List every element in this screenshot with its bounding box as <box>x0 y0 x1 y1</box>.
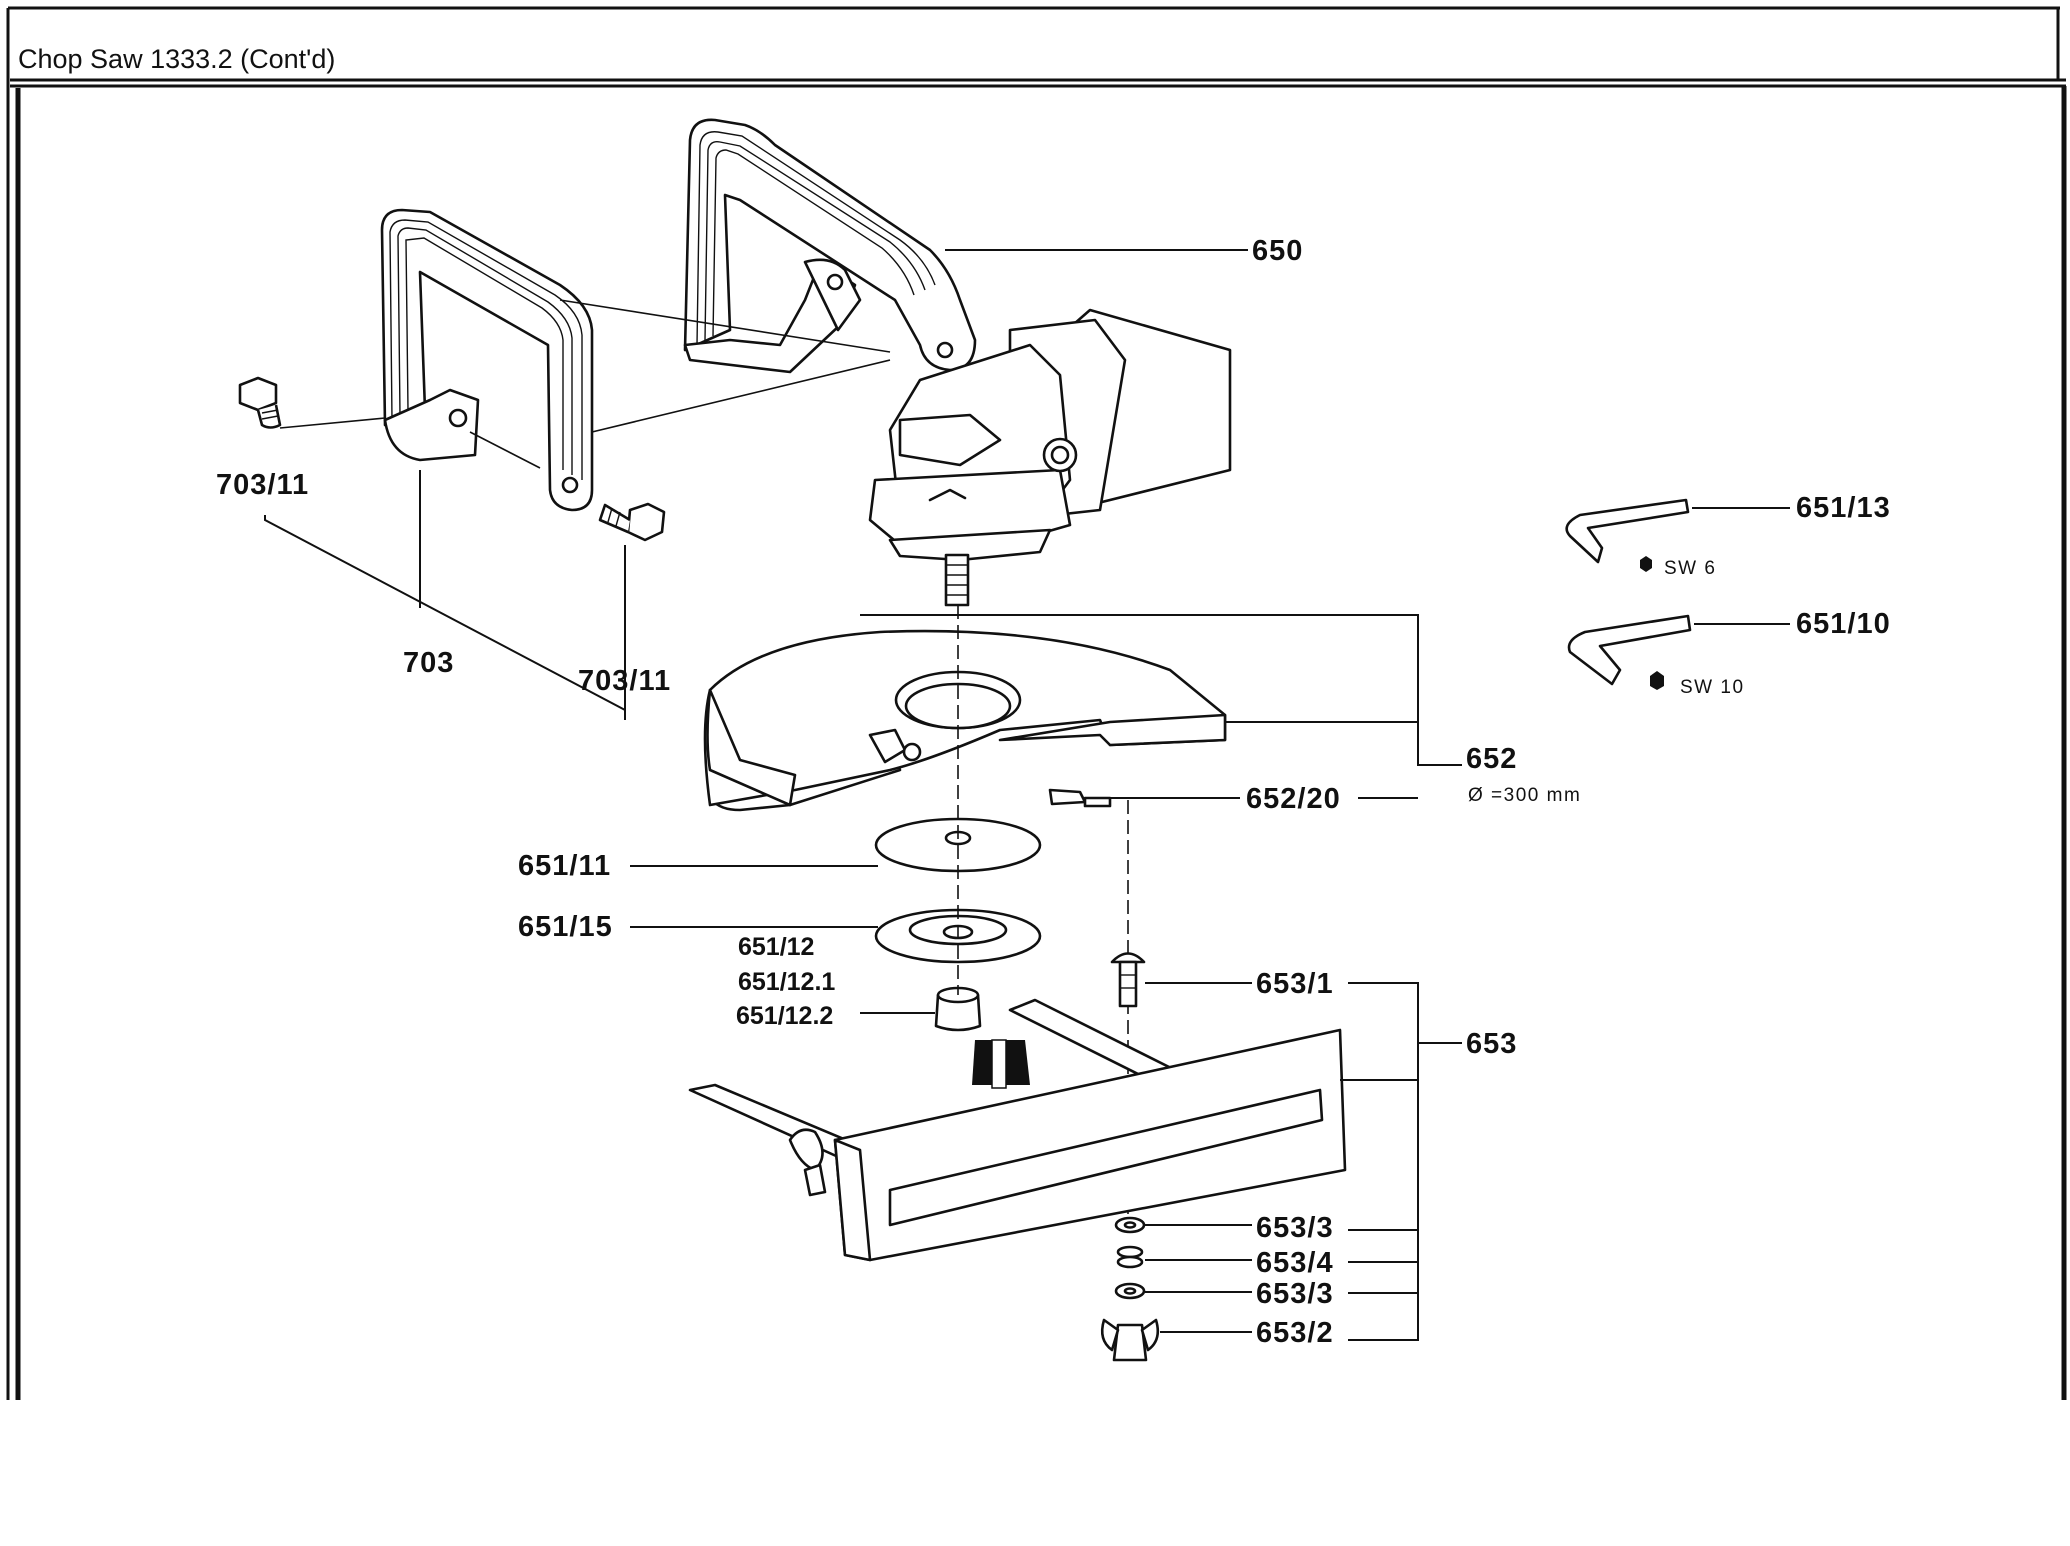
washer-653-3-bottom-part <box>1114 1282 1146 1300</box>
label-651-13: 651/13 <box>1796 492 1891 524</box>
base-653-part <box>688 998 1347 1262</box>
label-653-3-top: 653/3 <box>1256 1212 1334 1244</box>
label-653-4: 653/4 <box>1256 1247 1334 1279</box>
label-652: 652 <box>1466 743 1517 775</box>
grinder-body-part <box>868 308 1232 607</box>
label-651-10: 651/10 <box>1796 608 1891 640</box>
hex-key-651-13-part <box>1565 498 1690 572</box>
screw-703-11-left-part <box>238 376 282 429</box>
label-sw6: SW 6 <box>1664 558 1716 579</box>
label-703: 703 <box>403 647 454 679</box>
label-653-1: 653/1 <box>1256 968 1334 1000</box>
spring-653-4-part <box>1116 1245 1144 1269</box>
handle-650-part <box>683 118 977 374</box>
page-frame <box>6 6 2067 1400</box>
label-651-12: 651/12 <box>738 933 814 961</box>
label-651-15: 651/15 <box>518 911 613 943</box>
label-651-12-2: 651/12.2 <box>736 1002 833 1030</box>
label-652-20: 652/20 <box>1246 783 1341 815</box>
label-653-3-bottom: 653/3 <box>1256 1278 1334 1310</box>
label-651-12-1: 651/12.1 <box>738 968 835 996</box>
label-653: 653 <box>1466 1028 1517 1060</box>
wing-nut-653-2-part <box>1100 1318 1160 1362</box>
hex-key-651-10-part <box>1567 614 1692 690</box>
label-703-11-left: 703/11 <box>216 469 309 501</box>
label-703-11-right: 703/11 <box>578 665 671 697</box>
label-652-diameter: Ø =300 mm <box>1468 785 1581 806</box>
label-sw10: SW 10 <box>1680 677 1745 698</box>
washer-653-3-top-part <box>1114 1216 1146 1234</box>
wheel-guard-652-part <box>703 629 1227 812</box>
handle-703-part <box>380 208 594 512</box>
label-650: 650 <box>1252 235 1303 267</box>
bolt-653-1-part <box>1110 952 1146 1008</box>
screw-703-11-right-part <box>598 502 666 542</box>
label-651-11: 651/11 <box>518 850 611 882</box>
page-title: Chop Saw 1333.2 (Cont'd) <box>18 44 335 74</box>
leader-lines <box>264 249 1790 1341</box>
nut-section-651-12-part <box>972 1039 1030 1089</box>
label-653-2: 653/2 <box>1256 1317 1334 1349</box>
